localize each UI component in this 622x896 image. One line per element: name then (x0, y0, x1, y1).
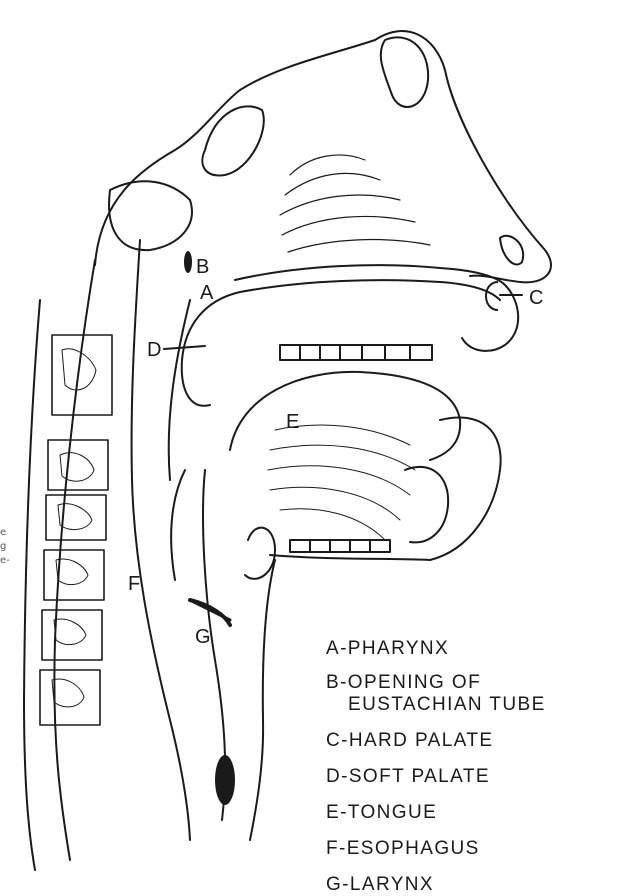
tongue-muscle-fibers (268, 425, 415, 540)
legend-item-soft-palate: D-SOFT PALATE (326, 766, 622, 788)
label-g: G (195, 626, 212, 648)
pharynx-wall (132, 240, 190, 840)
frontal-sinus (381, 37, 428, 107)
legend-item-eustachian-1: B-OPENING OF (326, 672, 622, 694)
larynx-shadow (215, 755, 235, 805)
anatomy-diagram: B A C D E F G e g e- A-PHARYNX B-OPENING… (0, 0, 622, 877)
legend: A-PHARYNX B-OPENING OF EUSTACHIAN TUBE C… (326, 638, 622, 896)
epiglottis (171, 470, 185, 580)
legend-item-larynx: G-LARYNX (326, 874, 622, 896)
legend-item-hard-palate: C-HARD PALATE (326, 730, 622, 752)
skull-base (95, 40, 375, 265)
legend-item-eustachian-2: EUSTACHIAN TUBE (326, 694, 622, 716)
lower-teeth (290, 540, 390, 552)
label-f: F (128, 573, 141, 595)
label-b: B (196, 256, 210, 278)
nostril (500, 236, 523, 265)
nose-outline (375, 31, 551, 282)
legend-item-esophagus: F-ESOPHAGUS (326, 838, 622, 860)
nasal-turbinates (280, 155, 430, 252)
upper-teeth (280, 345, 432, 360)
label-d: D (147, 339, 162, 361)
legend-item-tongue: E-TONGUE (326, 802, 622, 824)
spine-back (24, 300, 40, 870)
label-a: A (200, 282, 214, 304)
soft-palate (182, 292, 240, 406)
legend-item-pharynx: A-PHARYNX (326, 638, 622, 660)
label-e: E (286, 411, 300, 433)
label-c: C (529, 287, 544, 309)
eustachian-opening (184, 251, 192, 273)
cut-off-caption: e g e- (0, 526, 10, 568)
hard-palate (235, 265, 505, 285)
lower-jaw (430, 417, 501, 560)
